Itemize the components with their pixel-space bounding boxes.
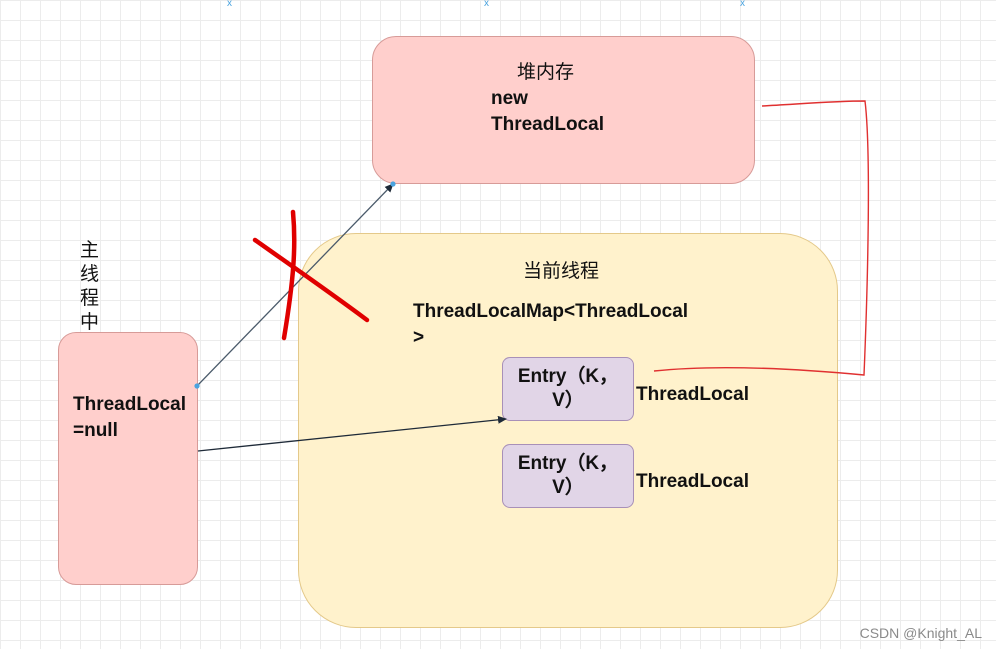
threadlocalmap-label: ThreadLocalMap<ThreadLocal > xyxy=(413,301,689,348)
entry-label: Entry（K， V） xyxy=(517,453,619,498)
reference-arrow-to-heap xyxy=(196,183,394,387)
entry-side-label: ThreadLocal xyxy=(636,384,749,405)
heap-memory-box[interactable] xyxy=(372,36,755,184)
selection-marker-1: x xyxy=(227,0,232,9)
current-thread-box[interactable] xyxy=(298,233,838,628)
current-thread-title: 当前线程 xyxy=(523,260,600,282)
heap-memory-title: 堆内存 xyxy=(517,61,575,83)
entry-label: Entry（K， V） xyxy=(517,366,619,411)
red-cross-stroke-diagonal xyxy=(252,237,370,323)
connector-handle-end[interactable] xyxy=(390,181,396,187)
heap-memory-content: new ThreadLocal xyxy=(491,88,604,135)
red-cross-stroke-vertical xyxy=(281,209,297,341)
reference-arrow-to-entry xyxy=(197,415,507,452)
entry-side-label: ThreadLocal xyxy=(636,471,749,492)
connector-handle-start[interactable] xyxy=(194,383,200,389)
main-thread-vertical-label: 主线程中 xyxy=(80,239,100,333)
entry-box[interactable]: Entry（K， V） xyxy=(502,357,634,421)
main-thread-box[interactable] xyxy=(58,332,198,585)
main-thread-box-label: ThreadLocal =null xyxy=(73,394,186,441)
selection-marker-3: x xyxy=(740,0,745,9)
watermark: CSDN @Knight_AL xyxy=(859,625,982,641)
red-link-heap-to-entry xyxy=(653,100,870,376)
entry-box[interactable]: Entry（K， V） xyxy=(502,444,634,508)
selection-marker-2: x xyxy=(484,0,489,9)
